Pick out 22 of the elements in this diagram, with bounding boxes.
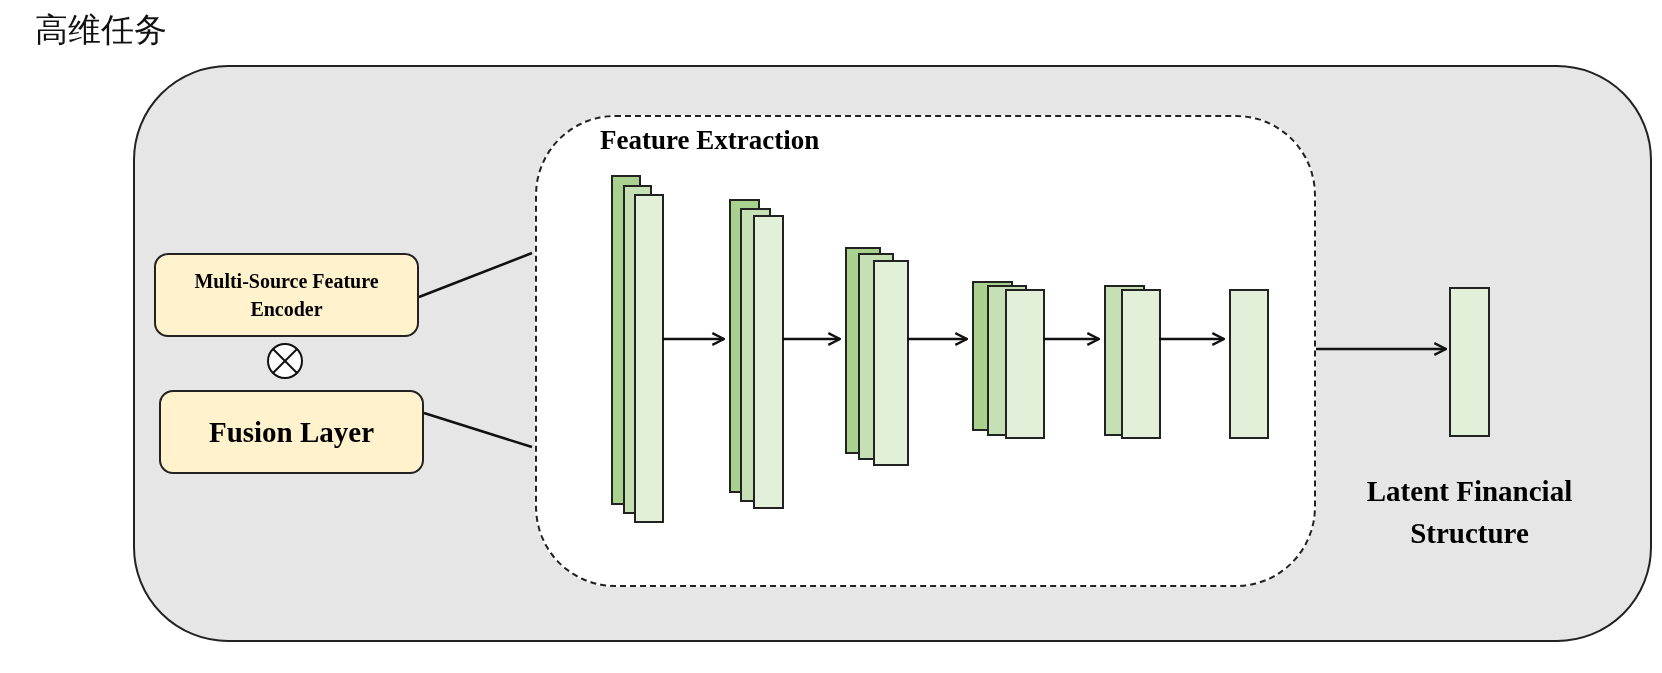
title: 高维任务: [35, 9, 167, 51]
arrow: [782, 332, 842, 346]
panel-background: [133, 65, 1652, 642]
group-box: [535, 115, 1316, 587]
layer-stack: [1104, 285, 1161, 439]
layer-stack: [845, 247, 909, 466]
connector-line: [423, 411, 533, 449]
arrow: [1159, 332, 1226, 346]
layer-stack: [729, 199, 784, 509]
group-heading: Feature Extraction: [600, 125, 820, 156]
process-box: Multi-Source Feature Encoder: [154, 253, 419, 337]
layer-block: [1449, 287, 1490, 437]
process-box: Fusion Layer: [159, 390, 424, 474]
arrow: [1316, 342, 1448, 356]
connector-line: [418, 251, 533, 299]
arrow: [907, 332, 969, 346]
layer-stack: [611, 175, 664, 523]
arrow: [662, 332, 726, 346]
layer-block: [1229, 289, 1269, 439]
output-caption: Latent Financial Structure: [1365, 474, 1574, 551]
arrow: [1043, 332, 1101, 346]
layer-stack: [972, 281, 1045, 439]
